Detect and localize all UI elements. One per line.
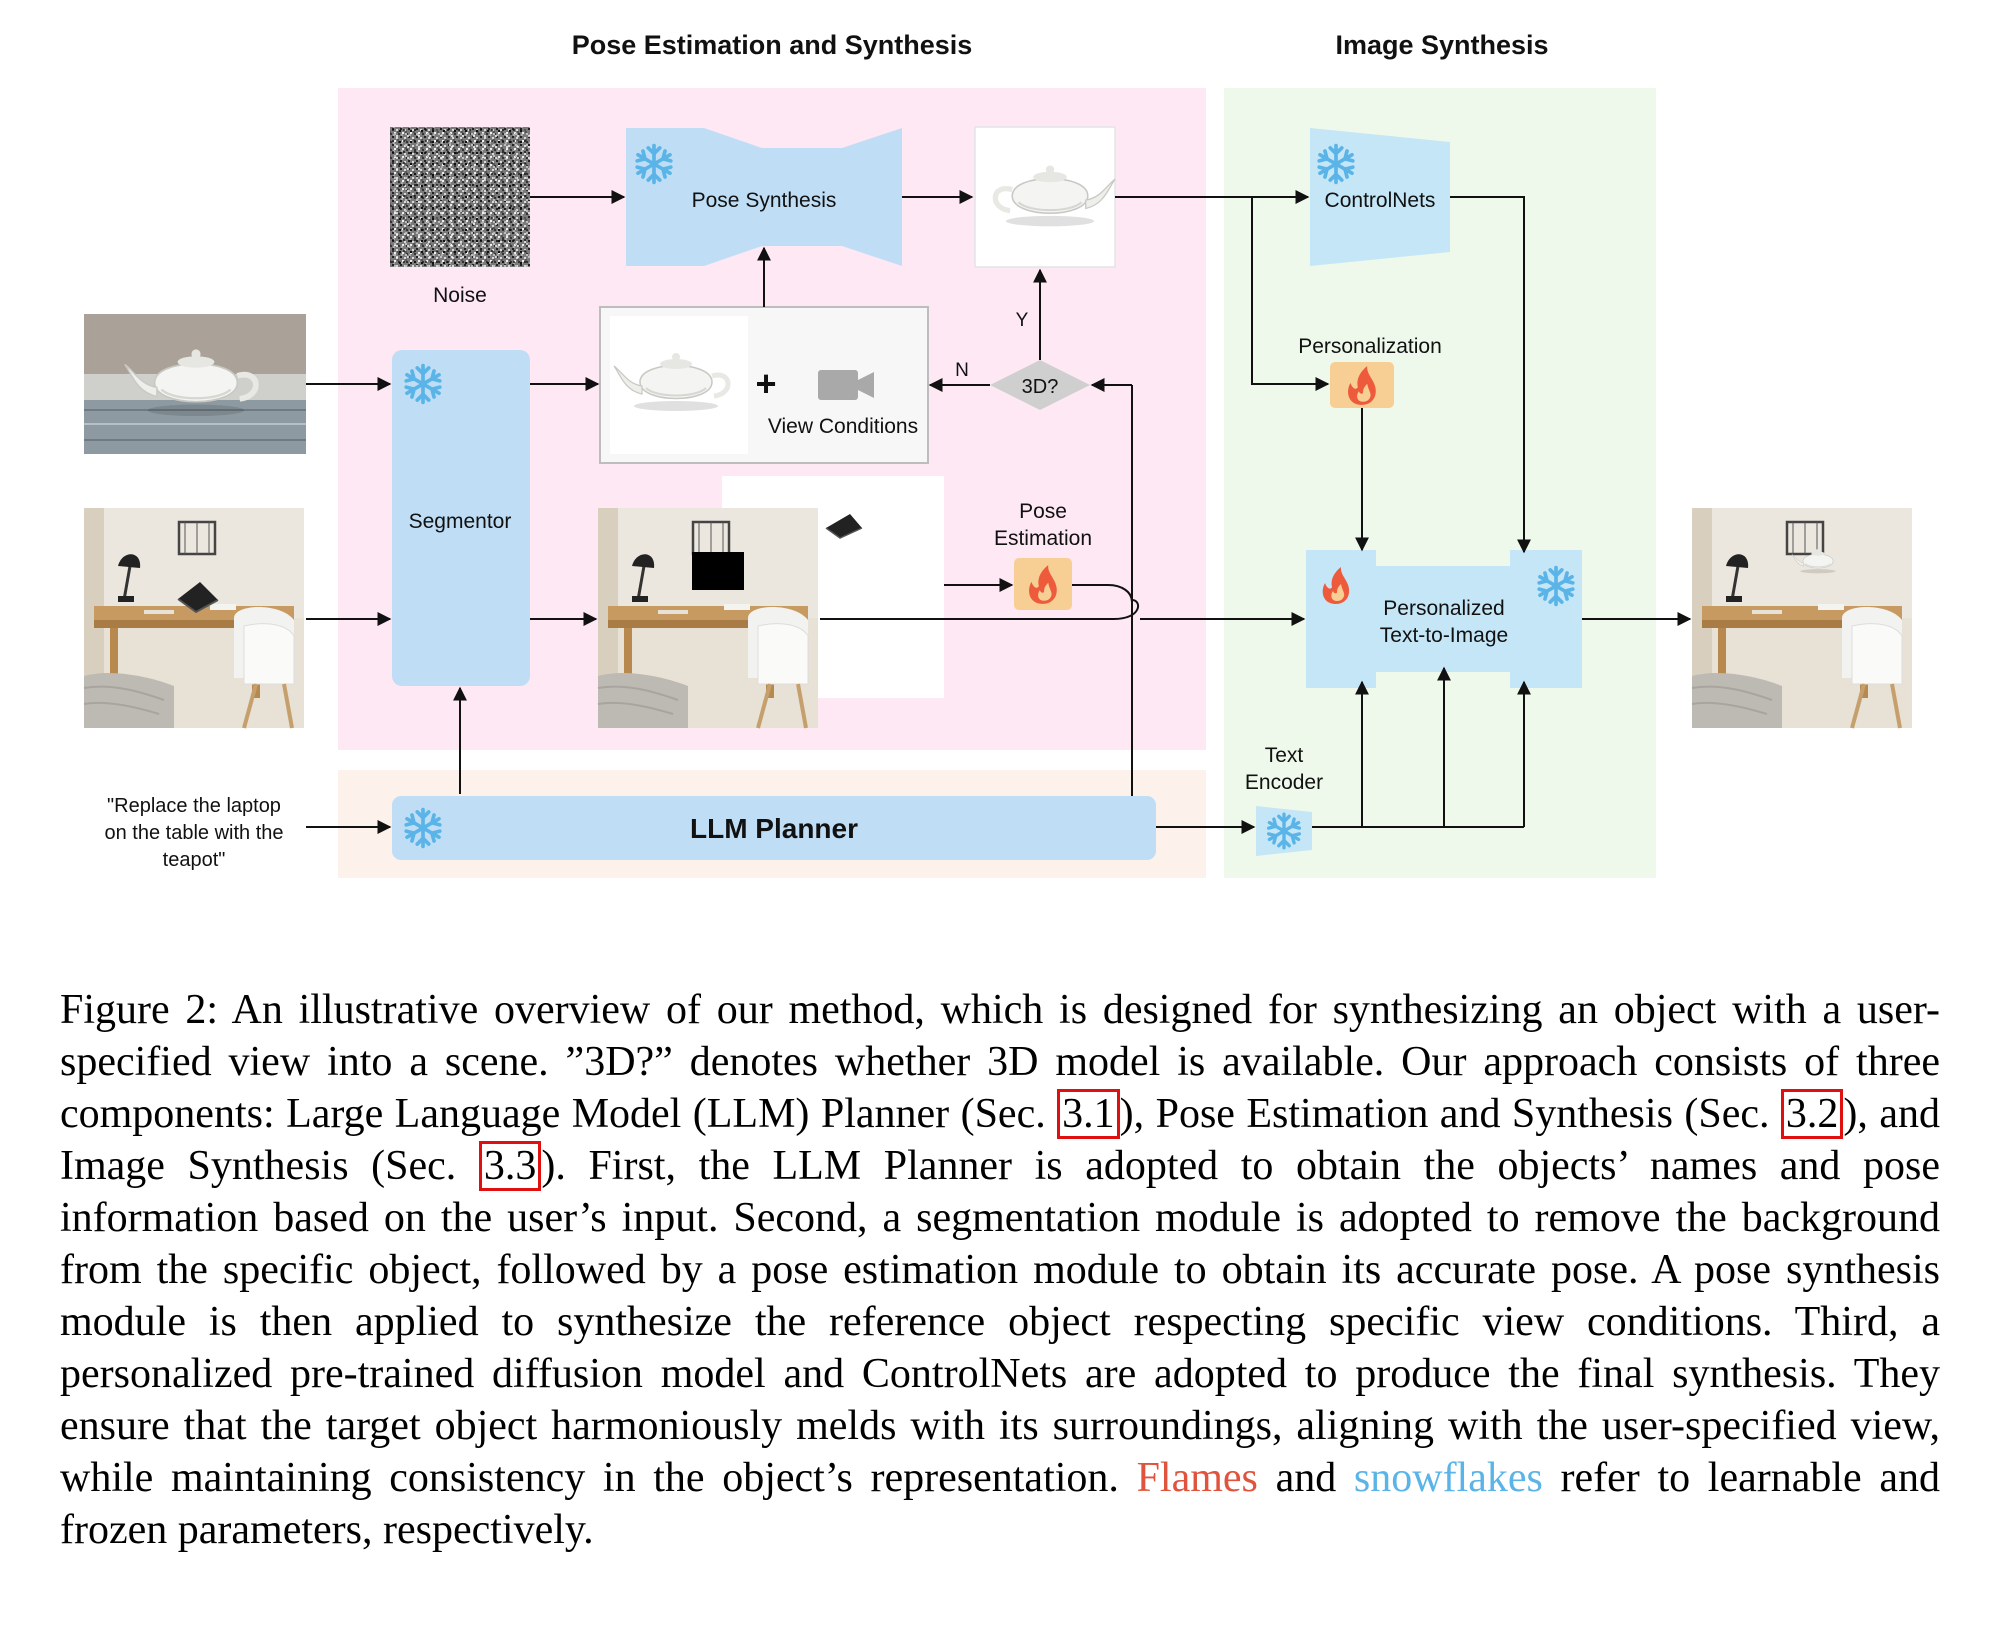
personalization-label: Personalization: [1298, 335, 1442, 358]
personalization-module: [1330, 362, 1394, 408]
view-conditions-group: + View Conditions: [599, 306, 929, 464]
segmentor-module: Segmentor: [392, 350, 530, 686]
llm-planner-module: LLM Planner: [392, 796, 1156, 860]
caption-part-3: ), and Image Synthesis (Sec.: [60, 1091, 1940, 1189]
teapot-input-image: [84, 314, 306, 454]
text-encoder-module: [1256, 806, 1312, 856]
caption-and: and: [1257, 1455, 1354, 1501]
caption-flames: Flames: [1136, 1455, 1258, 1501]
section-ref-3-1[interactable]: 3.1: [1057, 1089, 1120, 1139]
prompt-line-3: teapot": [163, 849, 226, 871]
caption-part-1: Figure 2: An illustrative overview of ou…: [60, 987, 1940, 1137]
pose-section-title: Pose Estimation and Synthesis: [572, 30, 973, 60]
caption-part-4: ). First, the LLM Planner is adopted to …: [60, 1143, 1941, 1501]
svg-text:+: +: [755, 363, 776, 404]
svg-text:Pose Synthesis: Pose Synthesis: [692, 189, 837, 212]
svg-text:LLM Planner: LLM Planner: [690, 813, 858, 844]
caption-part-5: refer to learnable and frozen parameters…: [60, 1455, 1940, 1553]
decision-no-label: N: [955, 360, 969, 381]
text-encoder-label-2: Encoder: [1245, 771, 1323, 794]
decision-3d: 3D?: [990, 360, 1090, 410]
caption-snowflakes: snowflakes: [1353, 1455, 1543, 1501]
svg-text:Segmentor: Segmentor: [409, 510, 512, 533]
svg-text:View Conditions: View Conditions: [768, 415, 918, 438]
caption-part-2: ), Pose Estimation and Synthesis (Sec.: [1119, 1091, 1781, 1137]
section-ref-3-3[interactable]: 3.3: [478, 1141, 542, 1191]
synthesized-teapot-image: [974, 126, 1115, 268]
prompt-line-2: on the table with the: [104, 822, 283, 844]
svg-text:3D?: 3D?: [1022, 376, 1059, 398]
method-diagram: Pose Estimation and Synthesis Image Synt…: [82, 30, 1914, 878]
camera-icon: [818, 370, 874, 400]
connectors: [306, 190, 1692, 834]
svg-text:ControlNets: ControlNets: [1325, 189, 1436, 212]
pose-estimation-module: [1014, 558, 1072, 610]
prompt-line-1: "Replace the laptop: [107, 795, 281, 817]
image-section-title: Image Synthesis: [1335, 30, 1548, 60]
segmented-scene-image: [596, 476, 944, 730]
pose-estimation-label-1: Pose: [1019, 500, 1067, 523]
noise-label: Noise: [433, 284, 487, 307]
section-ref-3-2[interactable]: 3.2: [1780, 1089, 1844, 1139]
svg-text:Personalized: Personalized: [1383, 597, 1504, 620]
personalized-t2i-module: Personalized Text-to-Image: [1306, 550, 1582, 688]
decision-yes-label: Y: [1016, 310, 1029, 331]
pose-synthesis-module: Pose Synthesis: [626, 128, 902, 266]
svg-text:Text-to-Image: Text-to-Image: [1380, 624, 1508, 647]
output-image: [1690, 506, 1914, 730]
room-input-image: [82, 506, 306, 730]
text-encoder-label-1: Text: [1265, 744, 1304, 767]
controlnets-module: ControlNets: [1310, 128, 1450, 266]
pose-estimation-label-2: Estimation: [994, 527, 1092, 550]
figure-caption: Figure 2: An illustrative overview of ou…: [60, 984, 1940, 1556]
